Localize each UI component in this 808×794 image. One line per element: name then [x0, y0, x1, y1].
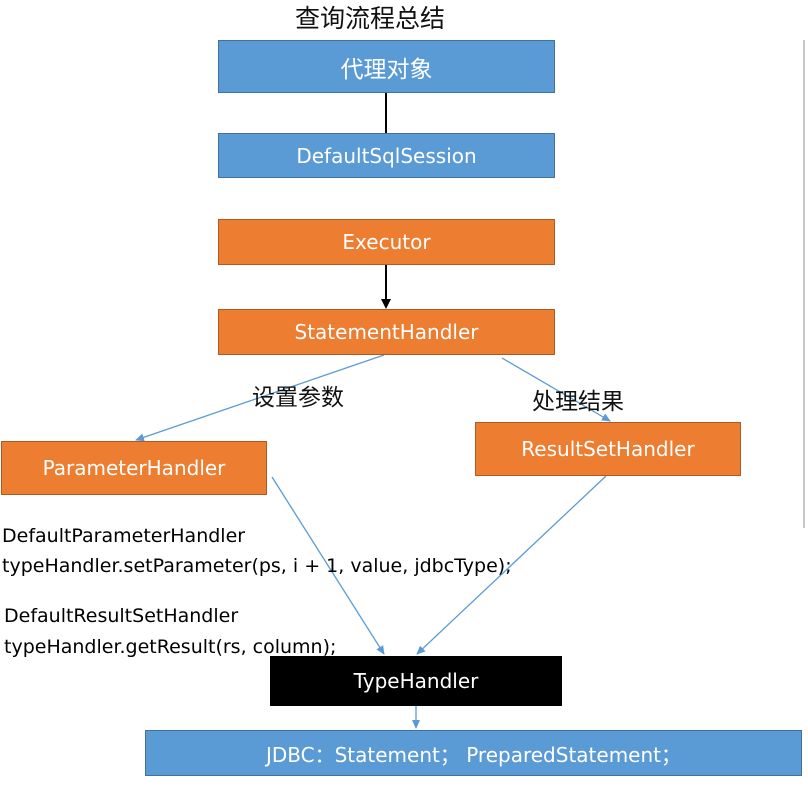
statement-handler-box: StatementHandler [218, 309, 555, 355]
default-sqlsession-box: DefaultSqlSession [218, 133, 555, 178]
diagram-title: 查询流程总结 [295, 4, 446, 33]
default-resultset-handler-text: DefaultResultSetHandler [4, 605, 239, 627]
parameter-handler-box: ParameterHandler [1, 441, 267, 495]
parameter-handler-label: ParameterHandler [42, 456, 226, 480]
set-parameter-call-text: typeHandler.setParameter(ps, i + 1, valu… [2, 555, 512, 577]
resultset-handler-label: ResultSetHandler [521, 437, 695, 461]
default-sqlsession-label: DefaultSqlSession [296, 143, 477, 168]
proxy-object-label: 代理对象 [340, 56, 433, 83]
proxy-object-box: 代理对象 [218, 40, 555, 93]
edge-statementhandler-to-resultsethandler [501, 357, 611, 422]
set-parameters-label: 设置参数 [252, 385, 344, 411]
get-result-call-text: typeHandler.getResult(rs, column); [4, 636, 337, 658]
edge-parameterhandler-to-typehandler [271, 476, 385, 655]
edge-statementhandler-to-parameterhandler [135, 354, 385, 442]
type-handler-label: TypeHandler [353, 669, 479, 693]
executor-label: Executor [342, 230, 431, 254]
resultset-handler-box: ResultSetHandler [475, 422, 741, 476]
default-parameter-handler-text: DefaultParameterHandler [2, 525, 246, 547]
right-divider [803, 40, 805, 528]
jdbc-label: JDBC：Statement； PreparedStatement； [265, 742, 681, 767]
edge-resultsethandler-to-typehandler [416, 475, 607, 655]
jdbc-box: JDBC：Statement； PreparedStatement； [145, 730, 802, 776]
executor-box: Executor [218, 219, 555, 265]
handle-results-label: 处理结果 [532, 389, 624, 415]
statement-handler-label: StatementHandler [294, 320, 479, 344]
type-handler-box: TypeHandler [270, 656, 562, 706]
